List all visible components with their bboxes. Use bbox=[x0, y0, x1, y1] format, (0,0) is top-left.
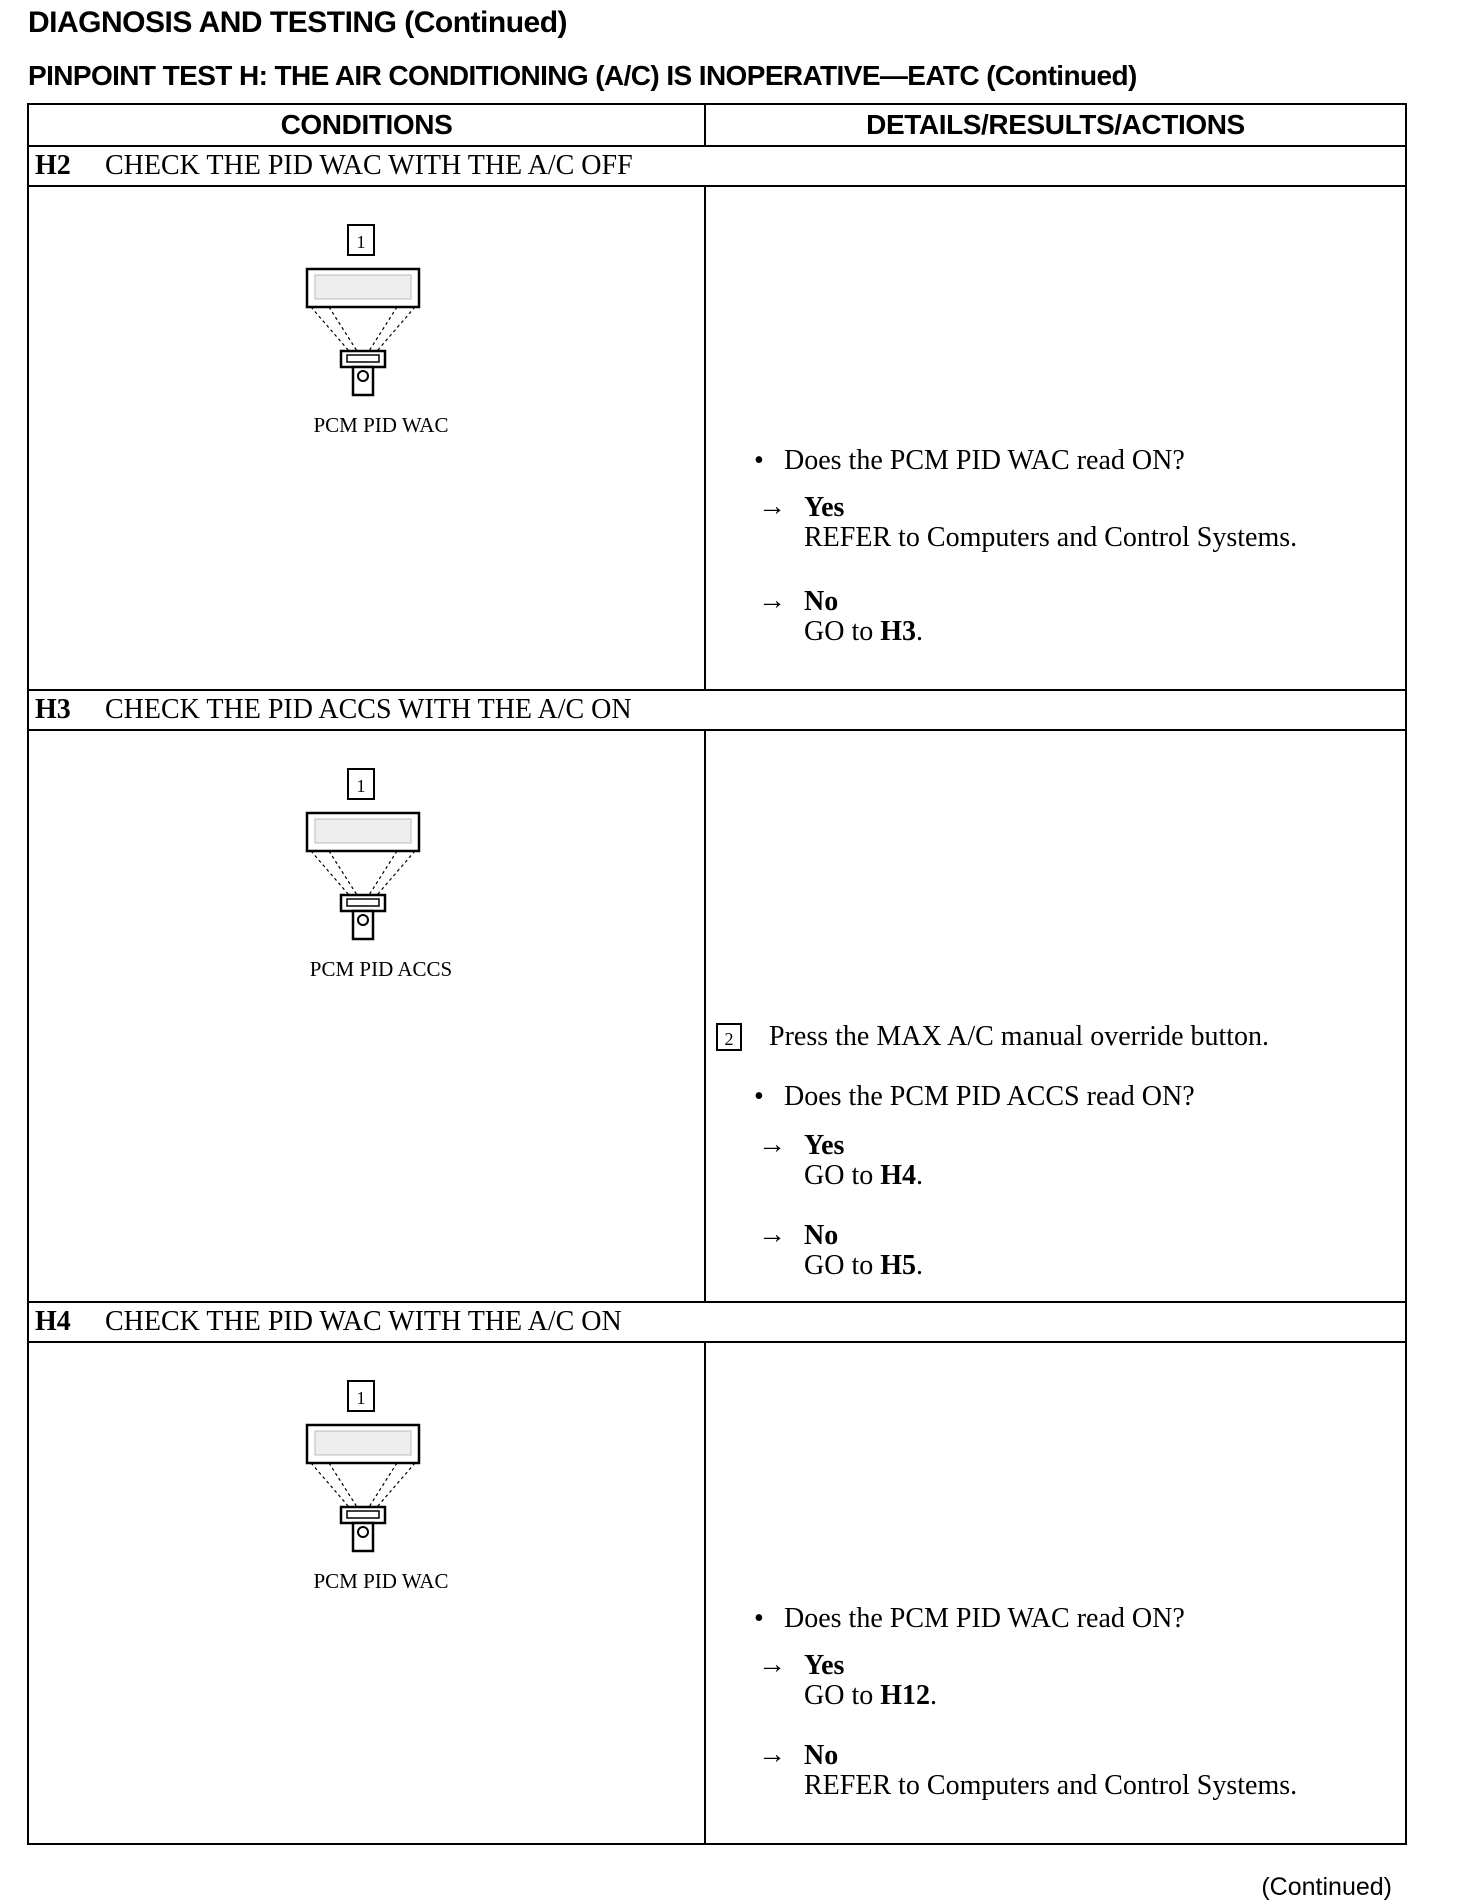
no-branch: → No GO to H5. bbox=[758, 1219, 924, 1281]
details-header: DETAILS/RESULTS/ACTIONS bbox=[866, 109, 1245, 140]
arrow-right-icon: → bbox=[758, 1219, 786, 1250]
no-branch: → No REFER to Computers and Control Syst… bbox=[758, 1739, 1298, 1801]
arrow-right-icon: → bbox=[758, 1739, 786, 1770]
step-body-h3: 1 PCM PID ACCS 2 Press the MAX A/C manua… bbox=[29, 731, 1405, 1303]
step-body-h4: 1 PCM PID WAC • Does the PCM PID WAC rea… bbox=[29, 1343, 1405, 1843]
yes-branch: → Yes GO to H4. bbox=[758, 1129, 924, 1191]
step-title: CHECK THE PID WAC WITH THE A/C ON bbox=[105, 1306, 622, 1337]
scan-tool-diagram: 1 bbox=[305, 224, 421, 397]
conditions-header: CONDITIONS bbox=[29, 105, 706, 145]
instruction-text: Press the MAX A/C manual override button… bbox=[769, 1021, 1270, 1052]
no-action: GO to H5. bbox=[804, 1250, 924, 1281]
yes-label: Yes bbox=[804, 492, 845, 523]
arrow-right-icon: → bbox=[758, 1129, 786, 1160]
details-cell: 2 Press the MAX A/C manual override butt… bbox=[706, 731, 1405, 1301]
step-id: H2 bbox=[35, 150, 71, 181]
diagram-step-number: 1 bbox=[357, 776, 366, 796]
question-text: Does the PCM PID ACCS read ON? bbox=[784, 1081, 1195, 1112]
no-label: No bbox=[804, 586, 839, 617]
yes-label: Yes bbox=[804, 1650, 845, 1681]
instruction-line: 2 Press the MAX A/C manual override butt… bbox=[716, 1021, 1269, 1053]
question-text: Does the PCM PID WAC read ON? bbox=[784, 1603, 1185, 1634]
step-row-h3: H3 CHECK THE PID ACCS WITH THE A/C ON bbox=[29, 691, 1405, 731]
no-label: No bbox=[804, 1220, 839, 1251]
bullet-icon: • bbox=[754, 445, 764, 476]
test-title: PINPOINT TEST H: THE AIR CONDITIONING (A… bbox=[28, 60, 1137, 91]
question-text: Does the PCM PID WAC read ON? bbox=[784, 445, 1185, 476]
conditions-cell: 1 PCM PID WAC bbox=[29, 1343, 706, 1843]
diagram-caption: PCM PID WAC bbox=[313, 413, 449, 437]
conditions-cell: 1 PCM PID WAC bbox=[29, 187, 706, 689]
diagram-step-number: 1 bbox=[357, 232, 366, 252]
diagram-step-number: 1 bbox=[357, 1388, 366, 1408]
no-action: REFER to Computers and Control Systems. bbox=[804, 1770, 1298, 1801]
yes-label: Yes bbox=[804, 1130, 845, 1161]
continued-footer: (Continued) bbox=[1261, 1873, 1392, 1901]
step-body-h2: 1 PCM PID WAC • Does the PCM PID WAC rea… bbox=[29, 187, 1405, 691]
no-action: GO to H3. bbox=[804, 616, 924, 647]
step-row-h4: H4 CHECK THE PID WAC WITH THE A/C ON bbox=[29, 1303, 1405, 1343]
question-line: • Does the PCM PID WAC read ON? bbox=[754, 445, 1185, 477]
no-branch: → No GO to H3. bbox=[758, 585, 924, 647]
no-label: No bbox=[804, 1740, 839, 1771]
question-line: • Does the PCM PID ACCS read ON? bbox=[754, 1081, 1195, 1113]
arrow-right-icon: → bbox=[758, 491, 786, 522]
arrow-right-icon: → bbox=[758, 1649, 786, 1680]
yes-branch: → Yes REFER to Computers and Control Sys… bbox=[758, 491, 1298, 553]
step-id: H4 bbox=[35, 1306, 71, 1337]
yes-action: GO to H12. bbox=[804, 1680, 938, 1711]
pinpoint-test-table: CONDITIONS DETAILS/RESULTS/ACTIONS H2 CH… bbox=[27, 103, 1407, 1845]
scan-tool-diagram: 1 bbox=[305, 1380, 421, 1553]
yes-branch: → Yes GO to H12. bbox=[758, 1649, 938, 1711]
details-cell: • Does the PCM PID WAC read ON? → Yes GO… bbox=[706, 1343, 1405, 1843]
scan-tool-diagram: 1 bbox=[305, 768, 421, 941]
step-title: CHECK THE PID WAC WITH THE A/C OFF bbox=[105, 150, 633, 181]
instruction-step-number: 2 bbox=[716, 1023, 742, 1051]
yes-action: GO to H4. bbox=[804, 1160, 924, 1191]
bullet-icon: • bbox=[754, 1081, 764, 1112]
step-title: CHECK THE PID ACCS WITH THE A/C ON bbox=[105, 694, 632, 725]
diagram-caption: PCM PID WAC bbox=[313, 1569, 449, 1593]
section-header: DIAGNOSIS AND TESTING (Continued) bbox=[28, 6, 568, 39]
conditions-cell: 1 PCM PID ACCS bbox=[29, 731, 706, 1301]
question-line: • Does the PCM PID WAC read ON? bbox=[754, 1603, 1185, 1635]
step-row-h2: H2 CHECK THE PID WAC WITH THE A/C OFF bbox=[29, 147, 1405, 187]
arrow-right-icon: → bbox=[758, 585, 786, 616]
details-cell: • Does the PCM PID WAC read ON? → Yes RE… bbox=[706, 187, 1405, 689]
step-id: H3 bbox=[35, 694, 71, 725]
bullet-icon: • bbox=[754, 1603, 764, 1634]
diagram-caption: PCM PID ACCS bbox=[309, 957, 453, 981]
table-header-row: CONDITIONS DETAILS/RESULTS/ACTIONS bbox=[29, 105, 1405, 147]
yes-action: REFER to Computers and Control Systems. bbox=[804, 522, 1298, 553]
